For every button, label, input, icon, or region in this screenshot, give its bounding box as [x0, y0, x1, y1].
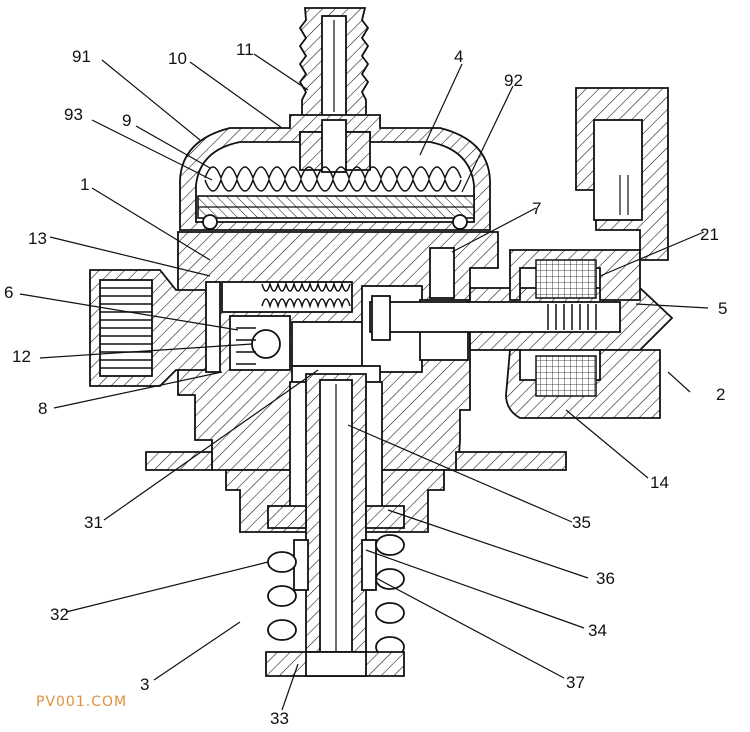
- label-3: 3: [140, 675, 149, 694]
- label-2: 2: [716, 385, 725, 404]
- label-32: 32: [50, 605, 69, 624]
- label-14: 14: [650, 473, 669, 492]
- label-34: 34: [588, 621, 607, 640]
- label-37: 37: [566, 673, 585, 692]
- inlet-nipple: [298, 7, 370, 129]
- label-7: 7: [532, 199, 541, 218]
- label-21: 21: [700, 225, 719, 244]
- plunger-assembly: [225, 373, 445, 677]
- watermark: PV001.COM: [36, 694, 128, 710]
- label-31: 31: [84, 513, 103, 532]
- label-5: 5: [718, 299, 727, 318]
- part-labels: 91 10 11 4 92 93 9 1 7 21 13 6 5 12 2 8 …: [4, 40, 727, 728]
- label-93: 93: [64, 105, 83, 124]
- label-12: 12: [12, 347, 31, 366]
- label-10: 10: [168, 49, 187, 68]
- label-33: 33: [270, 709, 289, 728]
- label-11: 11: [236, 40, 254, 59]
- label-92: 92: [504, 71, 523, 90]
- threaded-outlet-fitting: [89, 269, 221, 387]
- label-36: 36: [596, 569, 615, 588]
- check-valve: [236, 281, 351, 365]
- label-6: 6: [4, 283, 13, 302]
- label-1: 1: [80, 175, 89, 194]
- label-9: 9: [122, 111, 131, 130]
- label-91: 91: [72, 47, 91, 66]
- label-35: 35: [572, 513, 591, 532]
- label-13: 13: [28, 229, 47, 248]
- label-8: 8: [38, 399, 47, 418]
- label-4: 4: [454, 47, 463, 66]
- spring-seat: [265, 651, 405, 677]
- damper-assembly: [179, 114, 491, 231]
- leader-lines: [19, 53, 709, 711]
- solenoid-valve: [369, 87, 674, 419]
